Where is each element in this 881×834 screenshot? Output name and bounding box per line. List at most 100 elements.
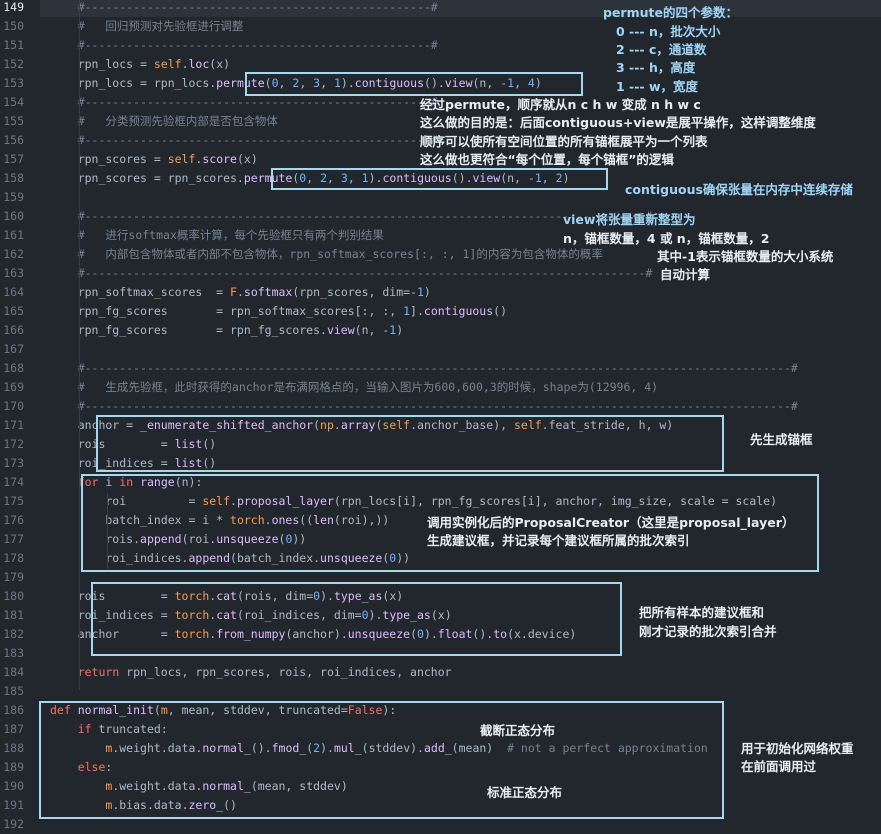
code-line[interactable]: return rpn_locs, rpn_scores, rois, roi_i… bbox=[77, 665, 452, 679]
view-note-4: 自动计算 bbox=[660, 267, 711, 282]
proposal-note-2: 生成建议框，并记录每个建议框所属的批次索引 bbox=[427, 533, 690, 548]
line-number: 186 bbox=[3, 703, 24, 717]
code-line[interactable]: m.weight.data.normal_().fmod_(2).mul_(st… bbox=[105, 741, 708, 755]
code-line[interactable]: m.bias.data.zero_() bbox=[105, 798, 237, 812]
permute-explain-3: 顺序可以使所有空间位置的所有锚框展平为一个列表 bbox=[420, 134, 708, 149]
current-line-highlight bbox=[40, 0, 881, 17]
code-line[interactable]: rpn_softmax_scores = F.softmax(rpn_score… bbox=[50, 285, 431, 299]
permute-box-scores bbox=[271, 168, 608, 190]
line-number: 158 bbox=[3, 171, 24, 185]
contiguous-note: contiguous确保张量在内存中连续存储 bbox=[625, 182, 853, 197]
code-line[interactable]: # 生成先验框，此时获得的anchor是布满网格点的，当输入图片为600,600… bbox=[77, 380, 659, 394]
line-number: 169 bbox=[3, 380, 24, 394]
line-number: 156 bbox=[3, 133, 24, 147]
code-line[interactable]: batch_index = i * torch.ones((len(roi),)… bbox=[50, 513, 390, 527]
normal-init-box bbox=[39, 701, 724, 819]
line-number: 174 bbox=[3, 475, 24, 489]
code-line[interactable]: #---------------------------------------… bbox=[77, 209, 653, 223]
init-note-1: 用于初始化网络权重 bbox=[741, 741, 854, 756]
line-number: 190 bbox=[3, 779, 24, 793]
line-number: 181 bbox=[3, 608, 24, 622]
code-line[interactable]: #---------------------------------------… bbox=[77, 266, 653, 280]
line-number: 167 bbox=[3, 342, 24, 356]
permute-param-w: 1 --- w，宽度 bbox=[616, 79, 699, 94]
permute-param-c: 2 --- c，通道数 bbox=[616, 42, 707, 57]
code-line[interactable]: # 进行softmax概率计算，每个先验框只有两个判别结果 bbox=[77, 228, 384, 242]
merge-box bbox=[91, 582, 622, 656]
line-number: 184 bbox=[3, 665, 24, 679]
line-number: 180 bbox=[3, 589, 24, 603]
line-number: 171 bbox=[3, 418, 24, 432]
view-note-3: 其中-1表示锚框数量的大小系统 bbox=[657, 249, 834, 264]
code-line[interactable]: rois = list() bbox=[50, 437, 217, 451]
permute-explain-2: 这么做的目的是：后面contiguous+view是展平操作，这样调整维度 bbox=[420, 115, 816, 130]
code-line[interactable]: #---------------------------------------… bbox=[77, 0, 438, 14]
line-number: 187 bbox=[3, 722, 24, 736]
proposal-note-1: 调用实例化后的ProposalCreator（这里是proposal_layer… bbox=[427, 515, 795, 530]
line-number: 176 bbox=[3, 513, 24, 527]
anchor-note: 先生成锚框 bbox=[750, 432, 813, 447]
line-number: 152 bbox=[3, 57, 24, 71]
code-line[interactable]: anchor = torch.from_numpy(anchor).unsque… bbox=[50, 627, 577, 641]
code-line[interactable]: rpn_fg_scores = rpn_softmax_scores[:, :,… bbox=[50, 304, 508, 318]
line-number: 151 bbox=[3, 38, 24, 52]
code-line[interactable]: def normal_init(m, mean, stddev, truncat… bbox=[50, 703, 397, 717]
merge-note-1: 把所有样本的建议框和 bbox=[639, 605, 765, 620]
code-line[interactable]: anchor = _enumerate_shifted_anchor(np.ar… bbox=[50, 418, 674, 432]
code-line[interactable]: #---------------------------------------… bbox=[77, 38, 438, 52]
code-line[interactable]: rpn_fg_scores = rpn_fg_scores.view(n, -1… bbox=[50, 323, 404, 337]
anchor-box bbox=[96, 415, 724, 472]
line-number: 154 bbox=[3, 95, 24, 109]
code-line[interactable]: # 回归预测对先验框进行调整 bbox=[77, 19, 244, 33]
line-number: 185 bbox=[3, 684, 24, 698]
code-line[interactable]: rpn_scores = self.score(x) bbox=[50, 152, 258, 166]
line-number: 160 bbox=[3, 209, 24, 223]
line-number: 173 bbox=[3, 456, 24, 470]
line-number: 172 bbox=[3, 437, 24, 451]
permute-box-locs bbox=[245, 72, 583, 96]
code-line[interactable]: roi_indices = torch.cat(roi_indices, dim… bbox=[50, 608, 452, 622]
code-line[interactable]: roi = self.proposal_layer(rpn_locs[i], r… bbox=[50, 494, 778, 508]
code-line[interactable]: #---------------------------------------… bbox=[77, 95, 438, 109]
standard-normal-note: 标准正态分布 bbox=[487, 785, 563, 800]
code-line[interactable]: #---------------------------------------… bbox=[77, 399, 798, 413]
line-number: 159 bbox=[3, 190, 24, 204]
code-line[interactable]: #---------------------------------------… bbox=[77, 361, 798, 375]
code-line[interactable]: # 分类预测先验框内部是否包含物体 bbox=[77, 114, 278, 128]
code-line[interactable]: roi_indices.append(batch_index.unsqueeze… bbox=[50, 551, 411, 565]
code-line[interactable]: rpn_locs = self.loc(x) bbox=[50, 57, 231, 71]
line-number: 170 bbox=[3, 399, 24, 413]
line-number: 162 bbox=[3, 247, 24, 261]
permute-param-h: 3 --- h，高度 bbox=[616, 60, 696, 75]
line-number: 166 bbox=[3, 323, 24, 337]
indent-guide bbox=[79, 0, 80, 690]
code-line[interactable]: rois.append(roi.unsqueeze(0)) bbox=[50, 532, 307, 546]
line-number: 175 bbox=[3, 494, 24, 508]
line-number: 188 bbox=[3, 741, 24, 755]
code-line[interactable]: rois = torch.cat(rois, dim=0).type_as(x) bbox=[50, 589, 404, 603]
line-number: 182 bbox=[3, 627, 24, 641]
code-line[interactable]: rpn_locs = rpn_locs.permute(0, 2, 3, 1).… bbox=[50, 76, 542, 90]
code-line[interactable]: # 内部包含物体或者内部不包含物体，rpn_softmax_scores[:, … bbox=[77, 247, 603, 261]
code-line[interactable]: m.weight.data.normal_(mean, stddev) bbox=[105, 779, 348, 793]
indent-guide bbox=[107, 493, 108, 569]
init-note-2: 在前面调用过 bbox=[741, 759, 817, 774]
view-note-2: n，锚框数量，4 或 n，锚框数量，2 bbox=[563, 231, 770, 246]
line-number: 192 bbox=[3, 817, 24, 831]
line-number: 149 bbox=[3, 0, 24, 14]
line-number: 163 bbox=[3, 266, 24, 280]
line-number: 191 bbox=[3, 798, 24, 812]
line-number: 168 bbox=[3, 361, 24, 375]
merge-note-2: 刚才记录的批次索引合并 bbox=[639, 624, 777, 639]
code-line[interactable]: #---------------------------------------… bbox=[77, 133, 438, 147]
code-line[interactable]: if truncated: bbox=[77, 722, 168, 736]
line-number: 150 bbox=[3, 19, 24, 33]
truncated-normal-note: 截断正态分布 bbox=[480, 723, 556, 738]
line-number: 189 bbox=[3, 760, 24, 774]
line-number: 157 bbox=[3, 152, 24, 166]
view-note-1: view将张量重新整型为 bbox=[563, 212, 696, 227]
code-line[interactable]: else: bbox=[77, 760, 113, 774]
code-line[interactable]: rpn_scores = rpn_scores.permute(0, 2, 3,… bbox=[50, 171, 570, 185]
line-number: 183 bbox=[3, 646, 24, 660]
